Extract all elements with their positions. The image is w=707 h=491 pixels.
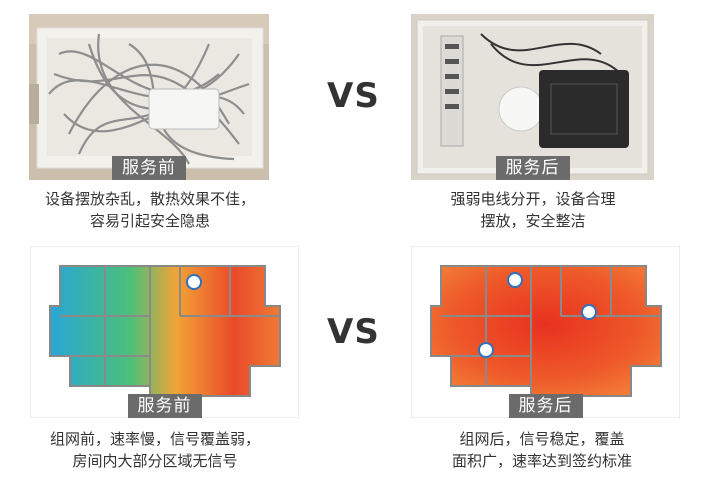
- messy-cables-photo: [29, 14, 269, 180]
- before-cabinet-caption: 设备摆放杂乱，散热效果不佳， 容易引起安全隐患: [24, 188, 276, 232]
- vs-label: VS: [327, 312, 380, 352]
- after-cabinet-photo-panel: 服务后: [411, 14, 654, 180]
- caption-line: 组网后，信号稳定，覆盖: [459, 430, 625, 448]
- caption-line: 设备摆放杂乱，散热效果不佳，: [44, 190, 255, 208]
- caption-line: 摆放，安全整洁: [480, 212, 586, 230]
- caption-line: 面积广，速率达到签约标准: [451, 452, 632, 470]
- before-heatmap-panel: 服务前: [30, 246, 299, 418]
- before-tag: 服务前: [127, 394, 202, 418]
- vs-label: VS: [327, 76, 380, 116]
- before-heatmap-caption: 组网前，速率慢，信号覆盖弱， 房间内大部分区域无信号: [22, 428, 288, 472]
- weak-signal-floorplan: [30, 246, 299, 418]
- after-tag: 服务后: [495, 156, 570, 180]
- before-cabinet-photo-panel: 服务前: [29, 14, 269, 180]
- tidy-cabinet-photo: [411, 14, 654, 180]
- caption-line: 组网前，速率慢，信号覆盖弱，: [49, 430, 260, 448]
- before-tag: 服务前: [112, 156, 186, 180]
- strong-signal-floorplan: [411, 246, 680, 418]
- after-cabinet-caption: 强弱电线分开，设备合理 摆放，安全整洁: [408, 188, 658, 232]
- caption-line: 房间内大部分区域无信号: [72, 452, 238, 470]
- after-tag: 服务后: [508, 394, 583, 418]
- after-heatmap-panel: 服务后: [411, 246, 680, 418]
- after-heatmap-caption: 组网后，信号稳定，覆盖 面积广，速率达到签约标准: [412, 428, 672, 472]
- caption-line: 强弱电线分开，设备合理: [450, 190, 616, 208]
- caption-line: 容易引起安全隐患: [89, 212, 210, 230]
